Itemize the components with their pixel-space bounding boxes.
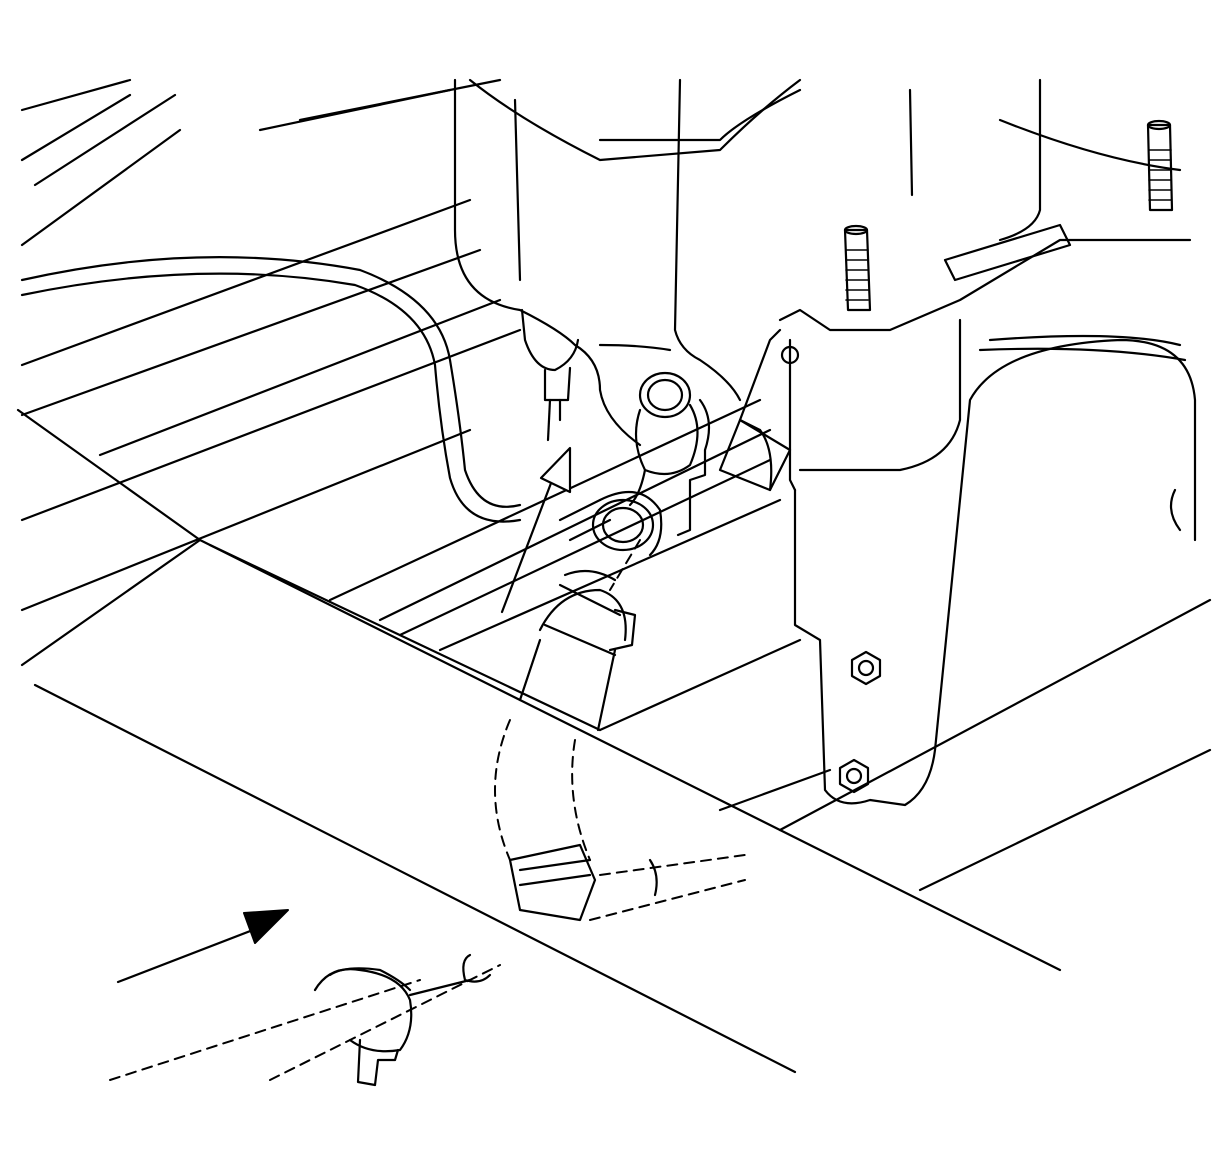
- hidden-hose-section: [109, 719, 746, 1081]
- hose-clamp: [313, 953, 492, 1087]
- hose-coupler: [591, 490, 663, 591]
- upper-pointer-arrow: [500, 446, 572, 614]
- upper-hose: [518, 569, 637, 732]
- bracket-stud-left: [843, 224, 872, 312]
- reservoir-tank: [453, 78, 1182, 447]
- sensor-connector: [520, 308, 580, 442]
- bracket-bolt-upper: [850, 650, 882, 686]
- wire-harness-conduit: [20, 256, 522, 523]
- bracket-stud-right: [1146, 119, 1174, 212]
- tank-outlet-fitting: [628, 371, 711, 537]
- mounting-bracket: [718, 223, 1197, 807]
- floor-ribs: [328, 398, 1212, 892]
- lower-direction-arrow: [116, 909, 289, 984]
- floor-panel-lines: [16, 78, 522, 667]
- foreground-panel: [33, 538, 1062, 1074]
- bracket-bolt-lower: [838, 758, 870, 794]
